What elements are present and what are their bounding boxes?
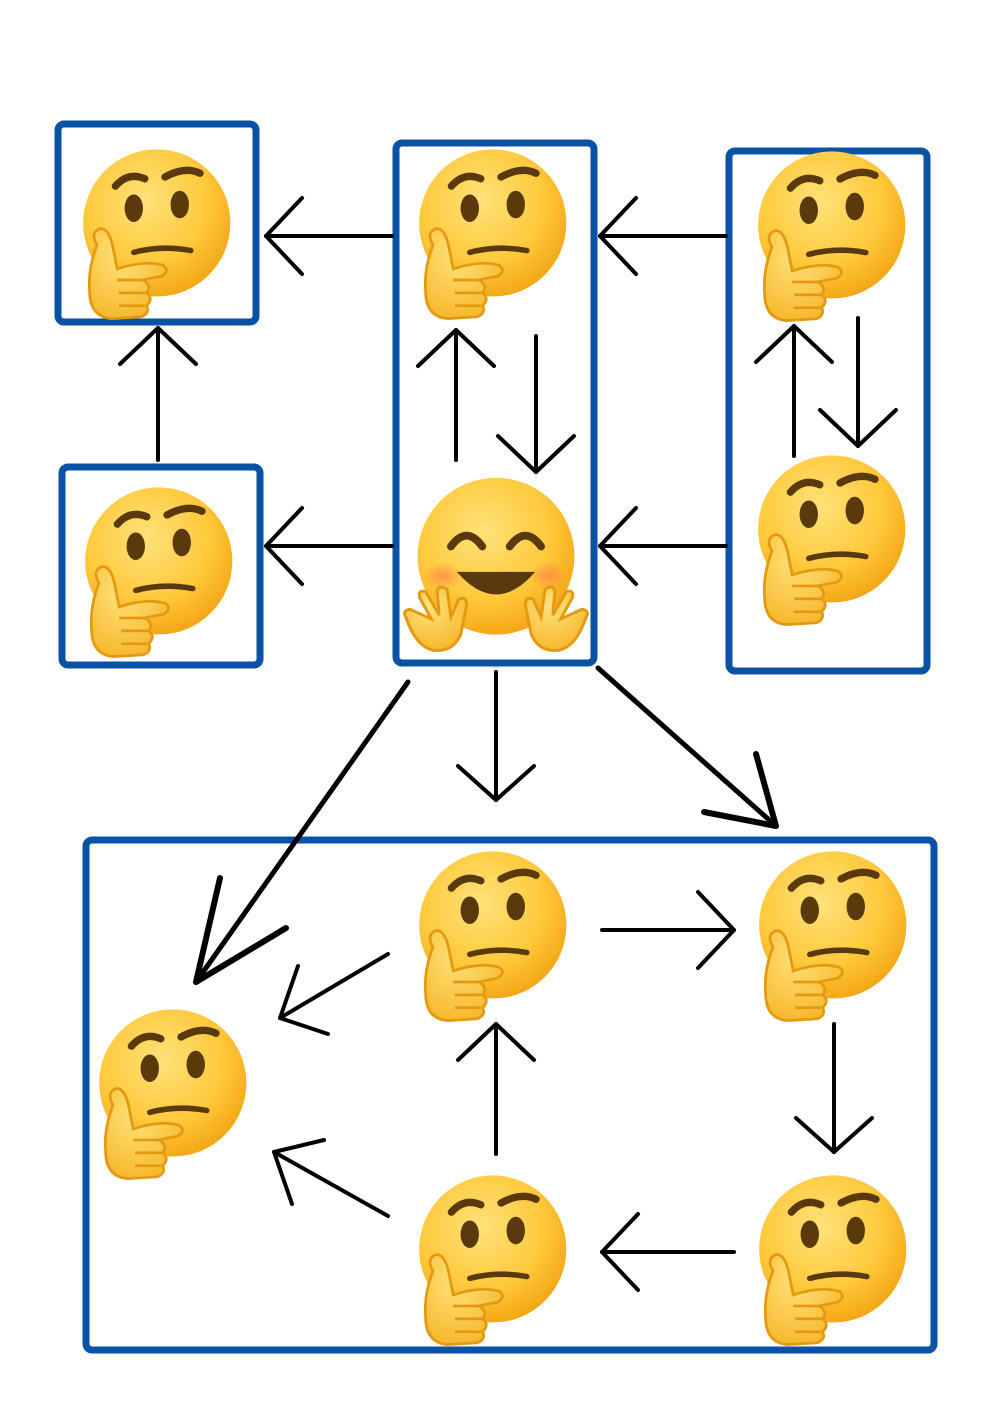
- arrow-right: [600, 890, 736, 970]
- thinking-face-icon: [758, 151, 905, 320]
- hugging-face-icon: [405, 478, 588, 651]
- arrow-down: [456, 670, 536, 802]
- thinking-face-icon: [419, 1175, 566, 1344]
- arrow-left: [264, 506, 394, 586]
- arrow-up-left: [272, 1138, 390, 1218]
- thinking-face-icon: [419, 149, 566, 318]
- box-top-left: [54, 120, 260, 326]
- thinking-face-icon: [85, 487, 232, 656]
- thinking-face-icon: [419, 851, 566, 1020]
- arrow-left: [598, 506, 728, 586]
- box-bottom-group: [82, 836, 938, 1354]
- arrow-up: [118, 326, 198, 462]
- thinking-face-icon: [83, 149, 230, 318]
- box-middle-left: [58, 463, 264, 669]
- arrow-left: [598, 196, 728, 276]
- thinking-face-icon: [759, 851, 906, 1020]
- arrow-down: [818, 316, 898, 448]
- arrow-down-left: [193, 679, 411, 985]
- box-center-column: [392, 139, 598, 667]
- arrow-left: [264, 196, 394, 276]
- arrow-left: [600, 1212, 736, 1292]
- arrow-up: [416, 328, 496, 462]
- arrow-down-right: [595, 665, 779, 829]
- thinking-face-icon: [759, 1175, 906, 1344]
- thinking-face-icon: [758, 455, 905, 624]
- arrow-down-left: [278, 952, 390, 1036]
- thinking-face-icon: [99, 1009, 246, 1178]
- box-right-column: [725, 147, 931, 675]
- arrow-down: [794, 1022, 874, 1154]
- arrow-down: [496, 334, 576, 474]
- arrow-up: [456, 1022, 536, 1156]
- arrow-up: [754, 324, 834, 458]
